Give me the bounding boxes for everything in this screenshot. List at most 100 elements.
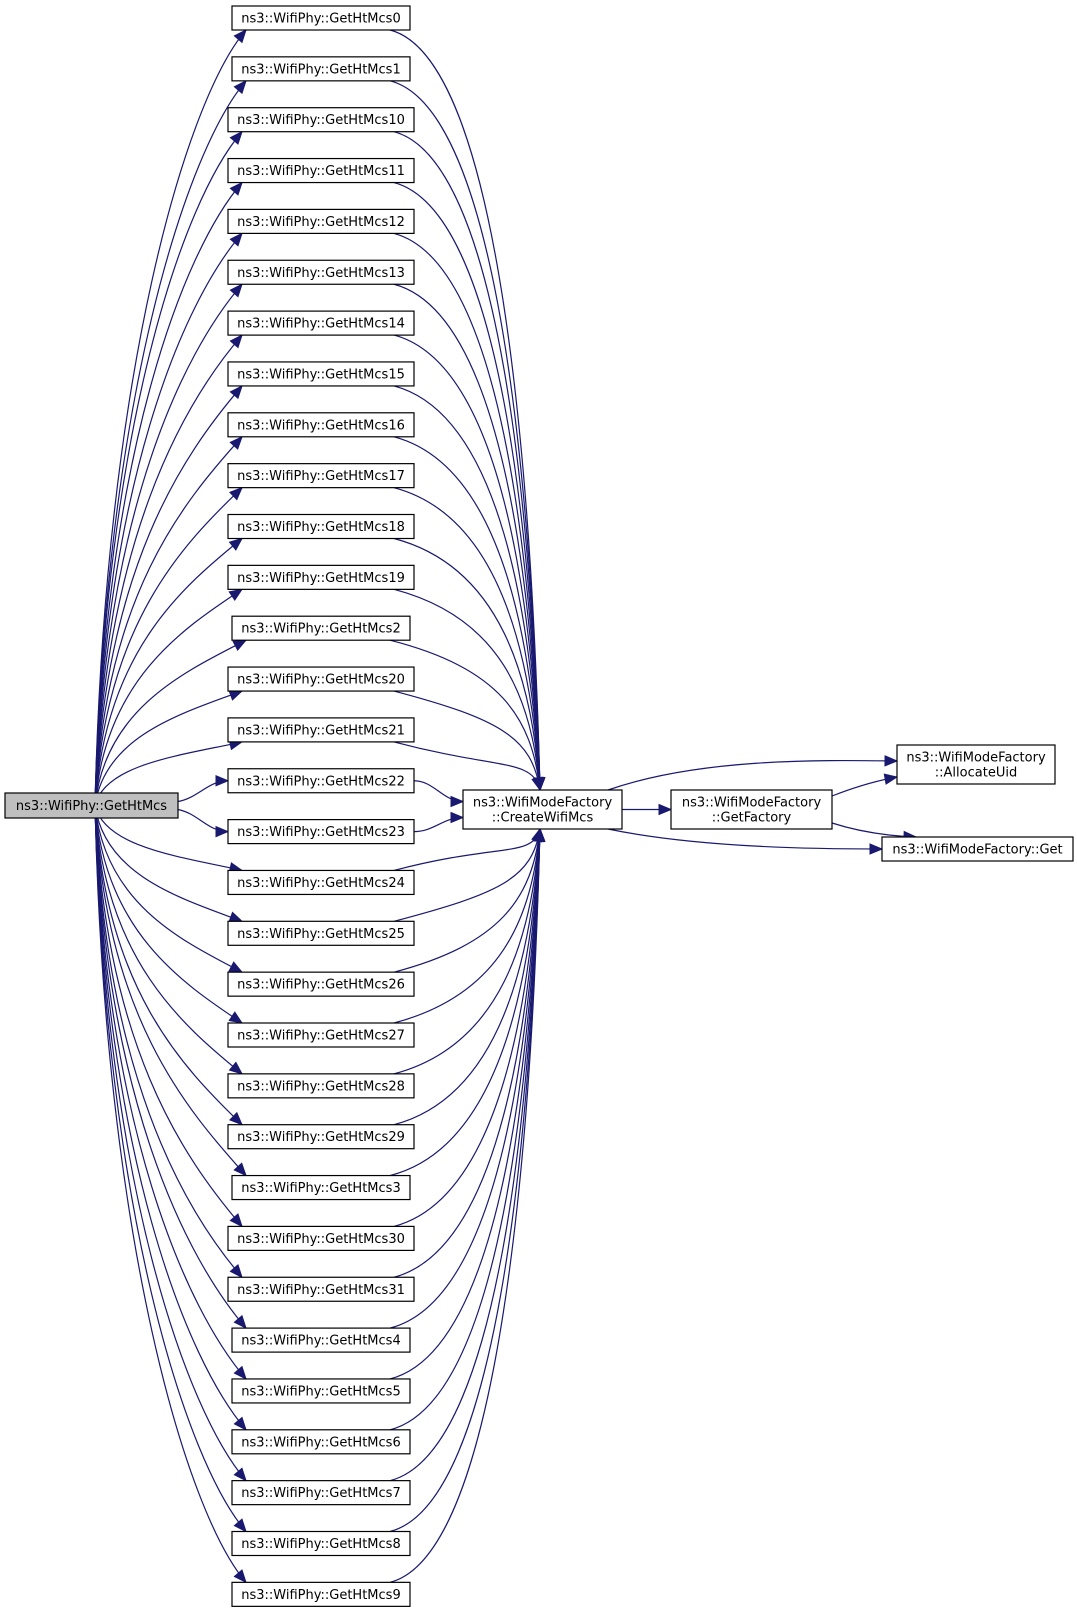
caller-node-gethtmcs21[interactable]: ns3::WifiPhy::GetHtMcs21 [227, 717, 415, 743]
caller-node-gethtmcs28[interactable]: ns3::WifiPhy::GetHtMcs28 [227, 1073, 415, 1099]
caller-node-gethtmcs9[interactable]: ns3::WifiPhy::GetHtMcs9 [231, 1581, 411, 1607]
caller-node-gethtmcs26[interactable]: ns3::WifiPhy::GetHtMcs26 [227, 971, 415, 997]
caller-node-gethtmcs27-box [227, 1022, 415, 1048]
edge-root-to-caller-node-gethtmcs13 [94, 283, 243, 806]
edge-root-to-caller-node-gethtmcs4-arrow [233, 1314, 247, 1330]
edge-root-to-caller-node-gethtmcs20-arrow [228, 689, 244, 701]
caller-node-gethtmcs3-label: ns3::WifiPhy::GetHtMcs3 [241, 1181, 400, 1196]
edge-root-to-caller-node-gethtmcs4 [94, 805, 247, 1329]
caller-node-gethtmcs25-box [227, 920, 415, 946]
edge-root-to-caller-node-gethtmcs11 [94, 182, 243, 806]
caller-node-gethtmcs19-box [227, 564, 415, 590]
caller-node-gethtmcs19[interactable]: ns3::WifiPhy::GetHtMcs19 [227, 564, 415, 590]
caller-node-gethtmcs11[interactable]: ns3::WifiPhy::GetHtMcs11 [227, 157, 415, 184]
caller-node-gethtmcs14-label: ns3::WifiPhy::GetHtMcs14 [237, 317, 405, 332]
create-wifi-mcs-node[interactable]: ns3::WifiModeFactory::CreateWifiMcs [462, 789, 623, 830]
caller-node-gethtmcs15-box [227, 361, 415, 387]
caller-node-gethtmcs0[interactable]: ns3::WifiPhy::GetHtMcs0 [231, 5, 411, 31]
edge-root-to-caller-node-gethtmcs27 [94, 805, 243, 1024]
edge-getfactory-to-allocate-arrow [883, 773, 899, 785]
caller-node-gethtmcs25[interactable]: ns3::WifiPhy::GetHtMcs25 [227, 920, 415, 946]
caller-node-gethtmcs9-box [231, 1581, 411, 1607]
caller-node-gethtmcs24-box [227, 869, 415, 896]
allocate-uid-node-label: ::AllocateUid [935, 766, 1017, 781]
caller-node-gethtmcs17-box [227, 463, 415, 489]
caller-node-gethtmcs5[interactable]: ns3::WifiPhy::GetHtMcs5 [231, 1378, 411, 1404]
caller-node-gethtmcs8[interactable]: ns3::WifiPhy::GetHtMcs8 [231, 1530, 411, 1557]
create-wifi-mcs-node-label: ::CreateWifiMcs [492, 811, 594, 826]
allocate-uid-node[interactable]: ns3::WifiModeFactory::AllocateUid [896, 744, 1056, 785]
edge-caller-node-gethtmcs30-to-create [393, 828, 541, 1227]
edge-caller-node-gethtmcs29-to-create [393, 828, 541, 1126]
caller-node-gethtmcs13[interactable]: ns3::WifiPhy::GetHtMcs13 [227, 259, 415, 285]
caller-node-gethtmcs24[interactable]: ns3::WifiPhy::GetHtMcs24 [227, 869, 415, 896]
caller-node-gethtmcs31[interactable]: ns3::WifiPhy::GetHtMcs31 [227, 1276, 415, 1302]
edge-create-to-get-arrow [869, 843, 884, 855]
edge-caller-node-gethtmcs26-to-create [393, 828, 541, 973]
edge-root-to-caller-node-gethtmcs16 [94, 436, 243, 806]
caller-node-gethtmcs27-label: ns3::WifiPhy::GetHtMcs27 [237, 1029, 405, 1044]
caller-node-gethtmcs27[interactable]: ns3::WifiPhy::GetHtMcs27 [227, 1022, 415, 1048]
edge-root-to-caller-node-gethtmcs25 [94, 805, 243, 922]
caller-node-gethtmcs14[interactable]: ns3::WifiPhy::GetHtMcs14 [227, 310, 415, 336]
caller-node-gethtmcs31-box [227, 1276, 415, 1302]
edge-root-to-caller-node-gethtmcs13-arrow [229, 283, 243, 298]
edge-root-to-caller-node-gethtmcs16-arrow [229, 435, 243, 450]
caller-node-gethtmcs15-label: ns3::WifiPhy::GetHtMcs15 [237, 367, 405, 382]
edge-root-to-caller-node-gethtmcs24 [94, 805, 243, 872]
caller-node-gethtmcs21-label: ns3::WifiPhy::GetHtMcs21 [237, 723, 405, 738]
caller-node-gethtmcs15[interactable]: ns3::WifiPhy::GetHtMcs15 [227, 361, 415, 387]
caller-node-gethtmcs31-label: ns3::WifiPhy::GetHtMcs31 [237, 1283, 405, 1298]
edge-root-to-caller-node-gethtmcs20 [94, 690, 243, 806]
edge-root-to-caller-node-gethtmcs8-arrow [233, 1518, 247, 1533]
caller-node-gethtmcs16[interactable]: ns3::WifiPhy::GetHtMcs16 [227, 412, 415, 438]
caller-node-gethtmcs22-box [227, 768, 415, 794]
edge-caller-node-gethtmcs16-to-create [393, 436, 541, 791]
caller-node-gethtmcs3[interactable]: ns3::WifiPhy::GetHtMcs3 [231, 1174, 411, 1201]
caller-node-gethtmcs12[interactable]: ns3::WifiPhy::GetHtMcs12 [227, 208, 415, 234]
caller-node-gethtmcs9-label: ns3::WifiPhy::GetHtMcs9 [241, 1588, 400, 1603]
edge-getfactory-to-get [831, 822, 917, 838]
edge-root-to-caller-node-gethtmcs14-arrow [229, 334, 243, 349]
caller-node-gethtmcs18-box [227, 513, 415, 540]
allocate-uid-node-box [896, 744, 1056, 785]
edge-root-to-caller-node-gethtmcs23-arrow [215, 825, 230, 838]
caller-node-gethtmcs6[interactable]: ns3::WifiPhy::GetHtMcs6 [231, 1429, 411, 1455]
edge-caller-node-gethtmcs27-to-create [393, 828, 541, 1024]
caller-node-gethtmcs18[interactable]: ns3::WifiPhy::GetHtMcs18 [227, 513, 415, 540]
edge-root-to-caller-node-gethtmcs1-arrow [233, 79, 247, 95]
caller-node-gethtmcs23[interactable]: ns3::WifiPhy::GetHtMcs23 [227, 818, 415, 845]
get-factory-node[interactable]: ns3::WifiModeFactory::GetFactory [670, 789, 833, 830]
edge-root-to-caller-node-gethtmcs28 [94, 805, 243, 1075]
caller-node-gethtmcs19-label: ns3::WifiPhy::GetHtMcs19 [237, 571, 405, 586]
edge-root-to-caller-node-gethtmcs5 [94, 805, 247, 1380]
edge-root-to-caller-node-gethtmcs26 [94, 805, 243, 973]
caller-node-gethtmcs6-box [231, 1429, 411, 1455]
caller-node-gethtmcs2[interactable]: ns3::WifiPhy::GetHtMcs2 [231, 615, 411, 641]
get-node[interactable]: ns3::WifiModeFactory::Get [881, 836, 1074, 862]
edge-root-to-caller-node-gethtmcs17-arrow [229, 486, 243, 501]
caller-node-gethtmcs20[interactable]: ns3::WifiPhy::GetHtMcs20 [227, 666, 415, 692]
caller-node-gethtmcs1[interactable]: ns3::WifiPhy::GetHtMcs1 [231, 56, 411, 82]
caller-node-gethtmcs7-label: ns3::WifiPhy::GetHtMcs7 [241, 1486, 400, 1501]
edge-root-to-caller-node-gethtmcs7-arrow [233, 1467, 247, 1482]
edge-caller-node-gethtmcs19-to-create [393, 588, 541, 791]
edge-root-to-caller-node-gethtmcs2-arrow [232, 639, 248, 652]
caller-node-gethtmcs4[interactable]: ns3::WifiPhy::GetHtMcs4 [231, 1327, 411, 1353]
edge-caller-node-gethtmcs13-to-create [393, 283, 541, 791]
root-node[interactable]: ns3::WifiPhy::GetHtMcs [4, 792, 179, 819]
edge-caller-node-gethtmcs22-to-create-arrow [450, 795, 465, 808]
caller-node-gethtmcs7[interactable]: ns3::WifiPhy::GetHtMcs7 [231, 1480, 411, 1506]
edge-root-to-caller-node-gethtmcs30-arrow [229, 1213, 243, 1228]
caller-node-gethtmcs10[interactable]: ns3::WifiPhy::GetHtMcs10 [227, 107, 415, 133]
caller-node-gethtmcs22-label: ns3::WifiPhy::GetHtMcs22 [237, 774, 405, 789]
edge-root-to-caller-node-gethtmcs3-arrow [233, 1162, 247, 1177]
caller-node-gethtmcs29[interactable]: ns3::WifiPhy::GetHtMcs29 [227, 1124, 415, 1150]
caller-node-gethtmcs22[interactable]: ns3::WifiPhy::GetHtMcs22 [227, 768, 415, 794]
create-wifi-mcs-node-label: ns3::WifiModeFactory [473, 796, 613, 811]
caller-node-gethtmcs17[interactable]: ns3::WifiPhy::GetHtMcs17 [227, 463, 415, 489]
edge-root-to-caller-node-gethtmcs6 [94, 805, 247, 1431]
caller-node-gethtmcs30[interactable]: ns3::WifiPhy::GetHtMcs30 [227, 1225, 415, 1252]
edge-root-to-caller-node-gethtmcs29 [94, 805, 243, 1126]
